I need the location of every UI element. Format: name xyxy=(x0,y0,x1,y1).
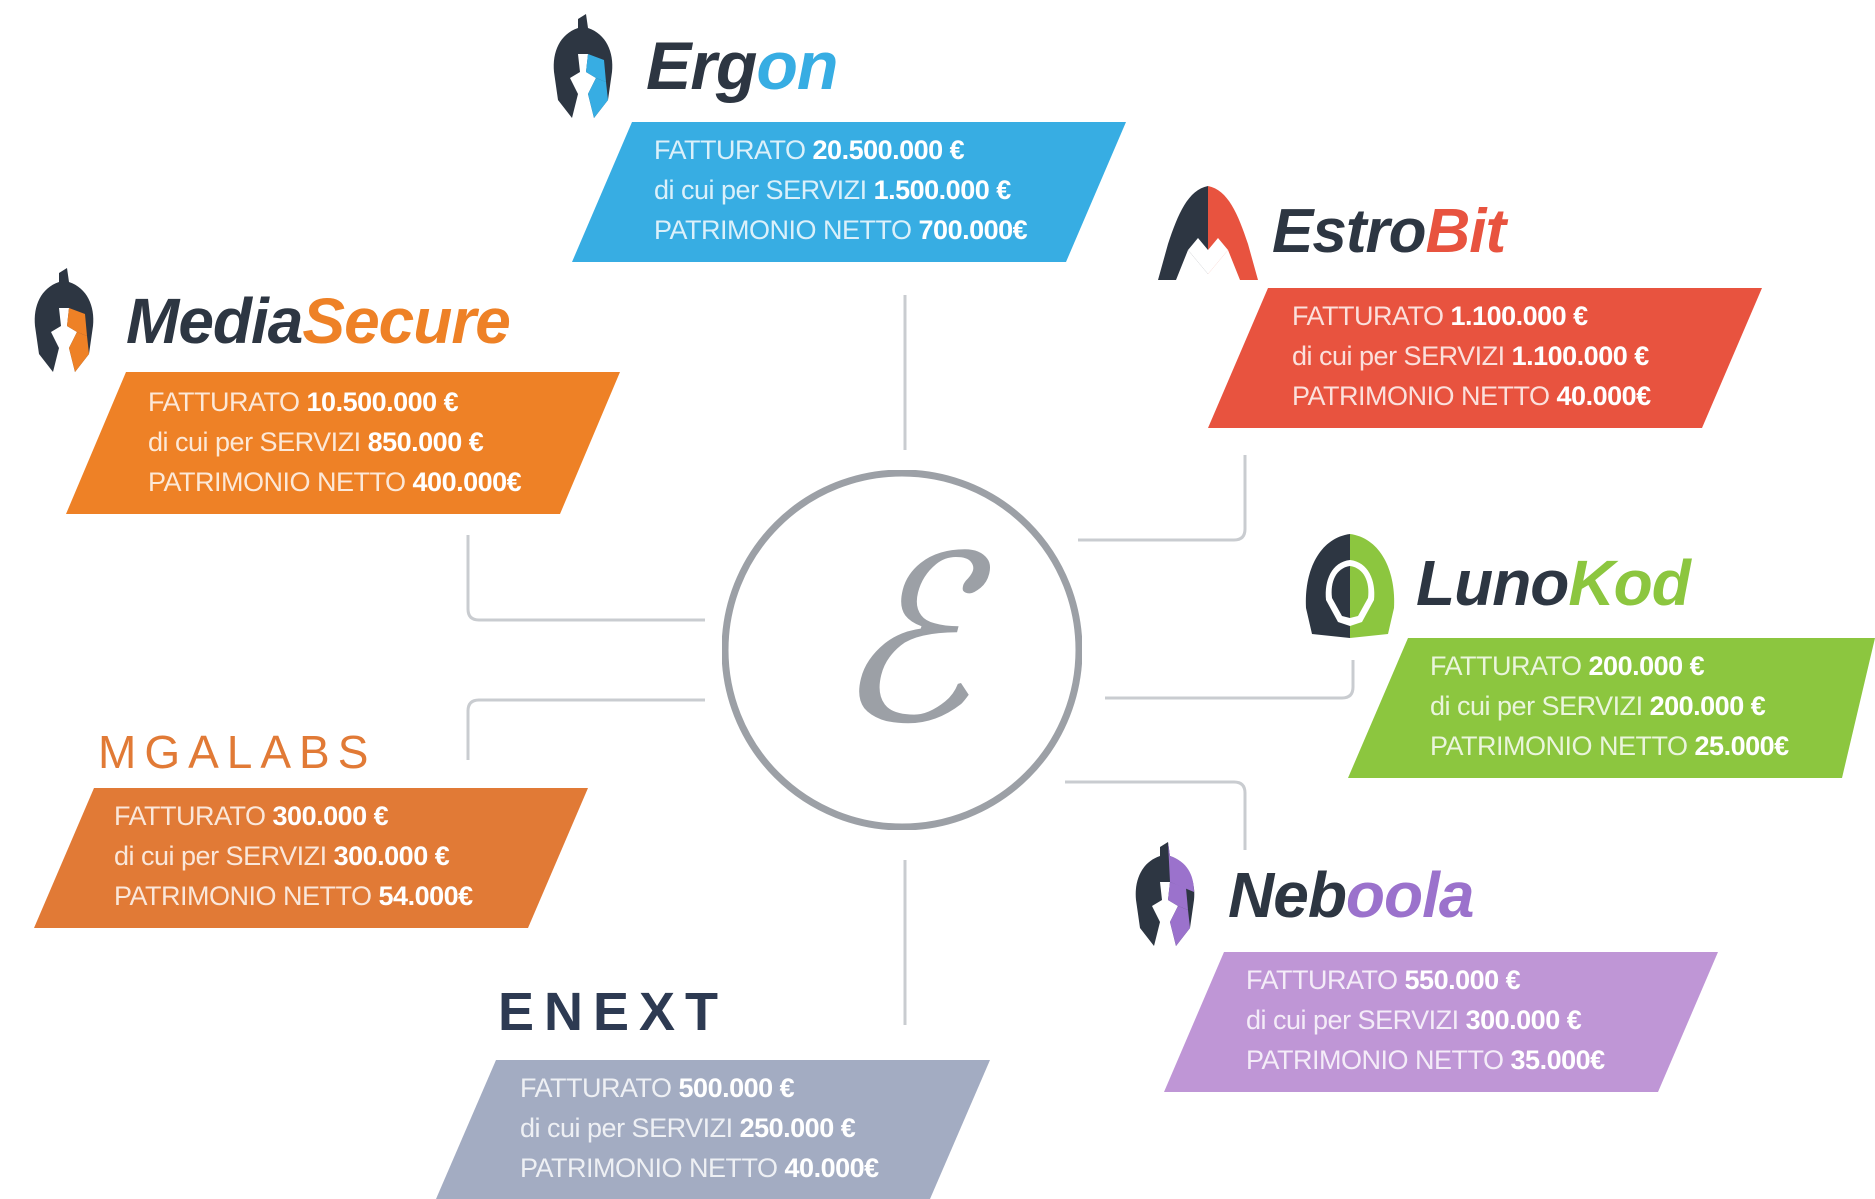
mediasecure-equity-value: 400.000€ xyxy=(412,467,522,497)
mediasecure-equity-label: PATRIMONIO NETTO xyxy=(148,467,406,497)
estrobit-services-value: 1.100.000 € xyxy=(1511,341,1650,371)
estrobit-revenue-label: FATTURATO xyxy=(1292,301,1444,331)
neboola-equity-value: 35.000€ xyxy=(1510,1045,1606,1075)
lunokod-equity-value: 25.000€ xyxy=(1694,731,1790,761)
hooded-figure-icon xyxy=(1158,186,1258,280)
mediasecure-logo: MediaSecure xyxy=(26,268,511,378)
mediasecure-name-a: Media xyxy=(126,285,303,357)
enext-services-label: di cui per SERVIZI xyxy=(520,1113,733,1143)
ergon-logo: Ergon xyxy=(548,14,838,124)
ergon-name-b: on xyxy=(756,28,838,104)
estrobit-name-a: Estro xyxy=(1272,196,1426,266)
central-hub-logo: ℰ xyxy=(721,469,1083,831)
mgalabs-logo: MGALABS xyxy=(98,722,376,782)
mgalabs-services-value: 300.000 € xyxy=(333,841,450,871)
mgalabs-equity-label: PATRIMONIO NETTO xyxy=(114,881,372,911)
estrobit-logo: EstroBit xyxy=(1158,184,1506,284)
neboola-name-b: oola xyxy=(1345,859,1475,931)
mgalabs-name: MGALABS xyxy=(98,726,377,778)
neboola-services-value: 300.000 € xyxy=(1465,1005,1582,1035)
neboola-name-a: Neb xyxy=(1228,859,1347,931)
ergon-revenue-label: FATTURATO xyxy=(654,135,806,165)
mediasecure-services-label: di cui per SERVIZI xyxy=(148,427,361,457)
lunokod-revenue-value: 200.000 € xyxy=(1588,651,1705,681)
enext-equity-label: PATRIMONIO NETTO xyxy=(520,1153,778,1183)
enext-equity-value: 40.000€ xyxy=(784,1153,880,1183)
neboola-revenue-value: 550.000 € xyxy=(1404,965,1521,995)
mgalabs-revenue-value: 300.000 € xyxy=(272,801,389,831)
lunokod-services-label: di cui per SERVIZI xyxy=(1430,691,1643,721)
mgalabs-revenue-label: FATTURATO xyxy=(114,801,266,831)
hooded-mask-icon xyxy=(1305,534,1395,638)
neboola-equity-label: PATRIMONIO NETTO xyxy=(1246,1045,1504,1075)
enext-services-value: 250.000 € xyxy=(739,1113,856,1143)
enext-logo: ENEXT xyxy=(498,982,728,1042)
mediasecure-revenue-value: 10.500.000 € xyxy=(306,387,459,417)
ergon-name-a: Erg xyxy=(646,28,757,104)
lunokod-name-a: Luno xyxy=(1416,547,1569,619)
estrobit-revenue-value: 1.100.000 € xyxy=(1450,301,1589,331)
mediasecure-revenue-label: FATTURATO xyxy=(148,387,300,417)
estrobit-equity-value: 40.000€ xyxy=(1556,381,1652,411)
mediasecure-services-value: 850.000 € xyxy=(367,427,484,457)
enext-name: ENEXT xyxy=(498,982,729,1042)
enext-revenue-value: 500.000 € xyxy=(678,1073,795,1103)
mgalabs-equity-value: 54.000€ xyxy=(378,881,474,911)
spartan-helmet-icon xyxy=(553,14,613,118)
mediasecure-name-b: Secure xyxy=(302,285,510,357)
neboola-revenue-label: FATTURATO xyxy=(1246,965,1398,995)
ergon-services-value: 1.500.000 € xyxy=(873,175,1012,205)
estrobit-name-b: Bit xyxy=(1425,196,1506,266)
hub-symbol: ℰ xyxy=(832,508,992,775)
ergon-equity-label: PATRIMONIO NETTO xyxy=(654,215,912,245)
neboola-services-label: di cui per SERVIZI xyxy=(1246,1005,1459,1035)
enext-revenue-label: FATTURATO xyxy=(520,1073,672,1103)
spartan-helmet-icon xyxy=(34,268,94,372)
neboola-logo: Neboola xyxy=(1128,842,1475,952)
mgalabs-services-label: di cui per SERVIZI xyxy=(114,841,327,871)
ergon-equity-value: 700.000€ xyxy=(918,215,1028,245)
estrobit-services-label: di cui per SERVIZI xyxy=(1292,341,1505,371)
estrobit-equity-label: PATRIMONIO NETTO xyxy=(1292,381,1550,411)
lunokod-equity-label: PATRIMONIO NETTO xyxy=(1430,731,1688,761)
lunokod-logo: LunoKod xyxy=(1298,530,1691,640)
lunokod-revenue-label: FATTURATO xyxy=(1430,651,1582,681)
lunokod-name-b: Kod xyxy=(1568,547,1690,619)
spartan-helmet-icon xyxy=(1135,842,1195,946)
ergon-revenue-value: 20.500.000 € xyxy=(812,135,965,165)
ergon-services-label: di cui per SERVIZI xyxy=(654,175,867,205)
lunokod-services-value: 200.000 € xyxy=(1649,691,1766,721)
